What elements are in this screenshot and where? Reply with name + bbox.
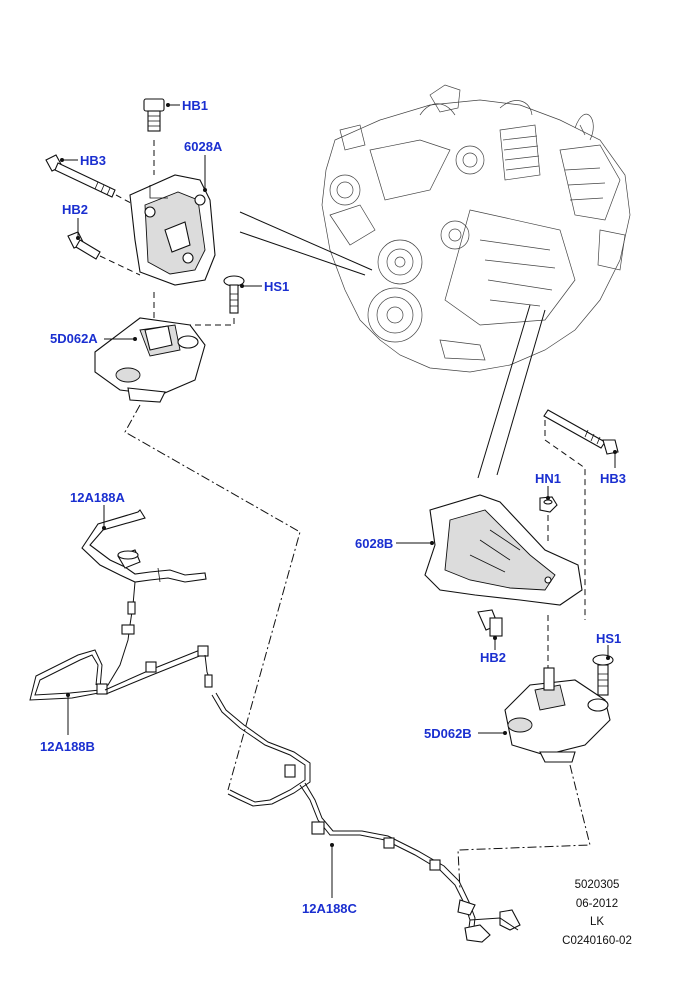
label-6028b: 6028B bbox=[355, 536, 393, 551]
engine-leader-right-b bbox=[496, 309, 546, 476]
hb3-right-axis bbox=[544, 420, 586, 620]
drawing-number: 5020305 bbox=[575, 879, 620, 891]
hb2-left-axis bbox=[99, 255, 141, 276]
label-6028a: 6028A bbox=[184, 139, 223, 154]
bolt-hb2-right bbox=[477, 609, 503, 637]
bolt-hb1 bbox=[143, 98, 165, 132]
label-hb3-left: HB3 bbox=[80, 153, 106, 168]
engine-leader-upper bbox=[239, 211, 373, 271]
label-hb2-left: HB2 bbox=[62, 202, 88, 217]
label-hb3-right: HB3 bbox=[600, 471, 626, 486]
engine-leader-right-a bbox=[477, 304, 531, 479]
drawing-code: C0240160-02 bbox=[562, 935, 632, 947]
bracket-6028a bbox=[129, 174, 216, 286]
label-5d062a: 5D062A bbox=[50, 331, 98, 346]
label-hn1: HN1 bbox=[535, 471, 561, 486]
bolt-hb3-left bbox=[45, 154, 116, 198]
chain-line-right bbox=[457, 764, 591, 891]
drawing-author: LK bbox=[590, 916, 604, 928]
label-leaders bbox=[60, 103, 617, 898]
hose-12a188c bbox=[211, 692, 521, 943]
label-hs1-right: HS1 bbox=[596, 631, 621, 646]
label-hs1-left: HS1 bbox=[264, 279, 289, 294]
stud-hs1-left bbox=[223, 275, 245, 314]
bolt-hb2-left bbox=[67, 231, 101, 260]
chain-line-left bbox=[124, 404, 301, 791]
label-hb2-right: HB2 bbox=[480, 650, 506, 665]
hs1-left-axis bbox=[190, 318, 235, 326]
hose-12a188b bbox=[29, 581, 213, 701]
engine-illustration bbox=[321, 84, 631, 373]
label-12a188c: 12A188C bbox=[302, 901, 358, 916]
label-hb1: HB1 bbox=[182, 98, 208, 113]
hose-12a188a bbox=[81, 509, 207, 583]
label-5d062b: 5D062B bbox=[424, 726, 472, 741]
label-12a188a: 12A188A bbox=[70, 490, 126, 505]
label-12a188b: 12A188B bbox=[40, 739, 95, 754]
mount-5d062b bbox=[504, 667, 611, 763]
nut-hn1 bbox=[539, 496, 558, 513]
engine-leader-lower bbox=[239, 231, 366, 276]
bracket-6028b bbox=[424, 494, 583, 606]
drawing-date: 06-2012 bbox=[576, 898, 618, 910]
stud-hs1-right bbox=[592, 654, 614, 696]
mount-5d062a bbox=[94, 317, 206, 403]
